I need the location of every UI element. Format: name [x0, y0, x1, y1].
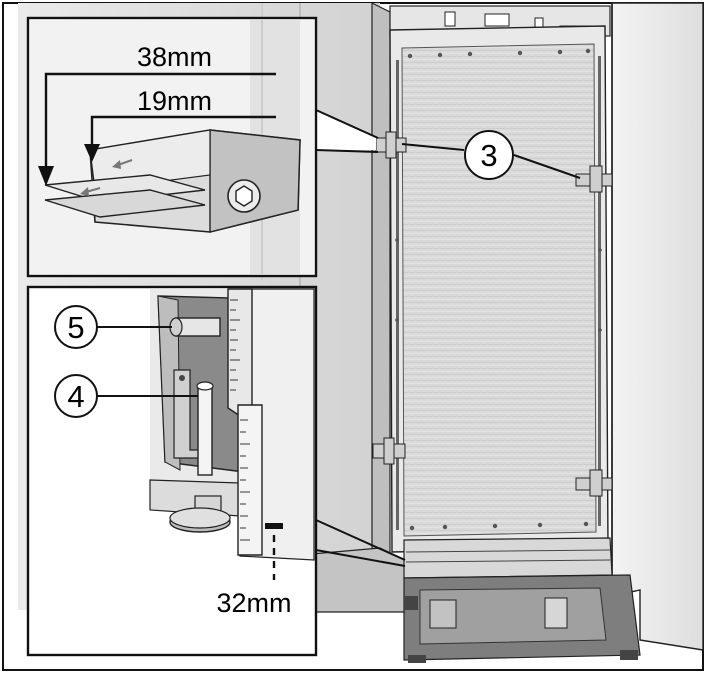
right-cabinet-door [611, 2, 704, 651]
dimension-label-38: 38mm [137, 42, 212, 72]
callout-5-label: 5 [67, 310, 84, 345]
levelling-foot [169, 495, 231, 533]
door-hinge-upper-left [375, 131, 407, 159]
inset-spacer-detail: 38mm 19mm [26, 16, 379, 278]
dimension-arrow-38 [44, 72, 276, 170]
measuring-ruler [227, 288, 263, 556]
door-hinge-lower-left [372, 437, 406, 465]
mounting-holes [395, 48, 602, 531]
base-foot-adjuster [544, 597, 568, 629]
callout-4-circle [54, 374, 98, 418]
dimension-arrow-19 [90, 115, 276, 148]
callout-5: 5 [54, 305, 172, 349]
adjustment-pin [197, 384, 213, 476]
door-hinge-lower-right [575, 469, 613, 497]
callout-3: 3 [401, 130, 581, 180]
inset-measurement-detail: 32mm 5 4 [26, 285, 406, 657]
brushed-panel [401, 43, 597, 537]
dimension-label-19: 19mm [137, 86, 212, 116]
callout-5-circle [54, 305, 98, 349]
door-hinge-upper-right [575, 165, 613, 193]
adjustment-bolt [175, 317, 221, 337]
spacer-plate-lower [44, 189, 206, 218]
callout-3-circle [464, 130, 514, 180]
measurement-marker [265, 523, 283, 529]
bottom-trim [403, 537, 613, 579]
callout-4-label: 4 [67, 379, 84, 414]
callout-4: 4 [54, 374, 198, 418]
cabinet-front-edge [371, 2, 391, 561]
callout-3-label: 3 [480, 138, 497, 173]
dimension-label-32: 32mm [216, 588, 291, 618]
